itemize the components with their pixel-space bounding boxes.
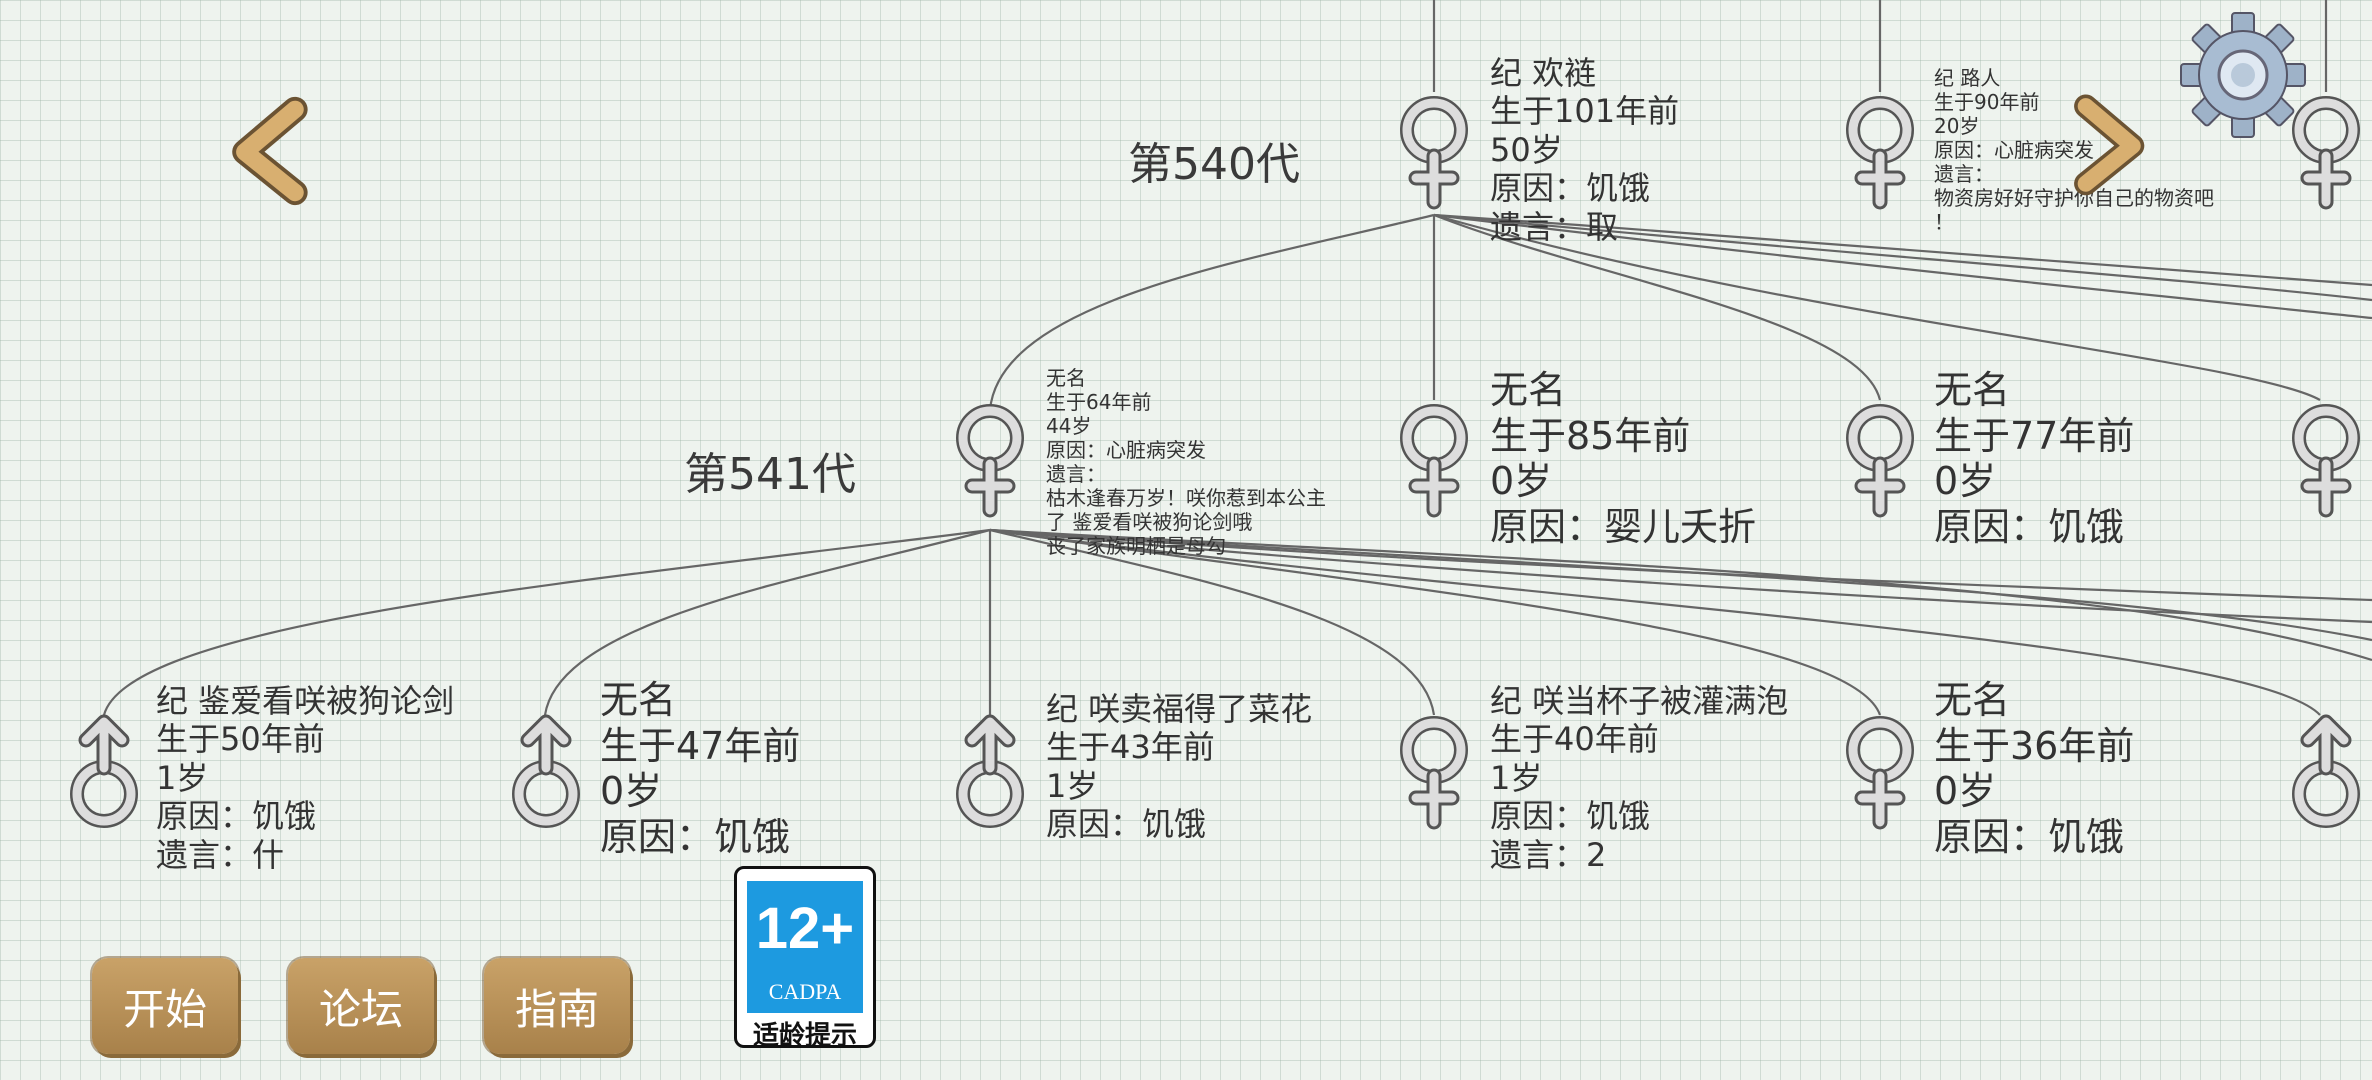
person-name: 纪 咲当杯子被灌满泡 <box>1490 682 1789 720</box>
female-symbol-icon[interactable] <box>1842 400 1918 530</box>
person-name: 纪 路人 <box>1934 66 2001 90</box>
age-rating-panel: 12+ CADPA <box>747 881 863 1013</box>
person-last-words-text: 物资房好好守护你自己的物资吧 <box>1934 186 2214 210</box>
person-card: 纪 咲当杯子被灌满泡 生于40年前 1岁 原因：饥饿 遗言：2 <box>1490 682 1788 874</box>
person-age: 0岁 <box>600 769 663 814</box>
person-birth: 生于40年前 <box>1490 720 1659 759</box>
person-birth: 生于77年前 <box>1934 413 2135 458</box>
person-age: 44岁 <box>1046 414 1092 438</box>
age-rating-badge: 12+ CADPA 适龄提示 <box>734 866 876 1051</box>
generation-label-540: 第540代 <box>1128 139 1300 190</box>
person-card: 纪 咲卖福得了菜花 生于43年前 1岁 原因：饥饿 <box>1046 690 1312 844</box>
person-card: 无名 生于36年前 0岁 原因：饥饿 <box>1934 678 2134 860</box>
start-button[interactable]: 开始 <box>92 958 238 1054</box>
female-symbol-icon[interactable] <box>1396 92 1472 222</box>
chevron-left-icon[interactable] <box>218 92 318 208</box>
person-birth: 生于90年前 <box>1934 90 2040 114</box>
person-last-words: 遗言：什 <box>156 835 285 874</box>
person-age: 0岁 <box>1934 459 1997 504</box>
male-symbol-icon[interactable] <box>508 712 584 842</box>
person-last-words: 遗言： <box>1046 462 1106 486</box>
female-symbol-icon[interactable] <box>2288 400 2364 530</box>
person-last-words-text: ！ <box>1934 210 1954 234</box>
person-age: 1岁 <box>1046 766 1099 805</box>
age-rating-org: CADPA <box>768 979 842 1004</box>
female-symbol-icon[interactable] <box>1842 712 1918 842</box>
person-birth: 生于47年前 <box>600 723 801 768</box>
person-cause: 原因：饥饿 <box>1934 504 2125 549</box>
person-card: 纪 鉴爱看咲被狗论剑 生于50年前 1岁 原因：饥饿 遗言：什 <box>156 682 454 874</box>
guide-button[interactable]: 指南 <box>484 958 630 1054</box>
person-last-words-text: 了 鉴爱看咲被狗论剑哦 <box>1046 510 1253 534</box>
person-card: 无名 生于77年前 0岁 原因：饥饿 <box>1934 368 2134 550</box>
generation-label-541: 第541代 <box>684 449 856 500</box>
person-name: 纪 欢裢 <box>1490 54 1597 92</box>
person-last-words-text: 枯木逢春万岁！咲你惹到本公主 <box>1046 486 1326 510</box>
male-symbol-icon[interactable] <box>66 712 142 842</box>
person-last-words-text: 丧了家族明栖是母勾 <box>1046 534 1226 558</box>
person-age: 0岁 <box>1490 459 1553 504</box>
person-last-words: 遗言：2 <box>1490 835 1607 874</box>
person-name: 纪 咲卖福得了菜花 <box>1046 690 1313 728</box>
person-birth: 生于43年前 <box>1046 728 1215 767</box>
person-name: 无名 <box>1046 366 1086 390</box>
person-birth: 生于50年前 <box>156 720 325 759</box>
person-name: 无名 <box>1934 368 2011 412</box>
age-rating-number: 12+ <box>755 896 855 961</box>
person-birth: 生于101年前 <box>1490 92 1680 131</box>
person-card: 纪 欢裢 生于101年前 50岁 原因：饥饿 遗言：取 <box>1490 54 1679 246</box>
female-symbol-icon[interactable] <box>1396 400 1472 530</box>
person-card: 无名 生于47年前 0岁 原因：饥饿 <box>600 678 800 860</box>
chevron-right-icon[interactable] <box>2066 88 2156 200</box>
person-cause: 原因：饥饿 <box>1490 797 1651 836</box>
person-age: 50岁 <box>1490 130 1563 169</box>
person-cause: 原因：饥饿 <box>1046 805 1207 844</box>
person-birth: 生于85年前 <box>1490 413 1691 458</box>
person-cause: 原因：饥饿 <box>600 814 791 859</box>
person-age: 1岁 <box>156 758 209 797</box>
person-cause: 原因：心脏病突发 <box>1046 438 1206 462</box>
person-age: 20岁 <box>1934 114 1980 138</box>
person-name: 无名 <box>1490 368 1567 412</box>
female-symbol-icon[interactable] <box>1842 92 1918 222</box>
person-card: 纪 路人 生于90年前 20岁 原因：心脏病突发 遗言： 物资房好好守护你自己的… <box>1934 66 2214 234</box>
person-age: 0岁 <box>1934 769 1997 814</box>
person-cause: 原因：饥饿 <box>156 797 317 836</box>
person-cause: 原因：心脏病突发 <box>1934 138 2094 162</box>
person-cause: 原因：饥饿 <box>1934 814 2125 859</box>
female-symbol-icon[interactable] <box>2288 92 2364 222</box>
female-symbol-icon[interactable] <box>1396 712 1472 842</box>
person-birth: 生于36年前 <box>1934 723 2135 768</box>
person-last-words: 遗言：取 <box>1490 207 1619 246</box>
person-name: 无名 <box>600 678 677 722</box>
person-card: 无名 生于85年前 0岁 原因：婴儿夭折 <box>1490 368 1756 550</box>
person-last-words: 遗言： <box>1934 162 1994 186</box>
male-symbol-icon[interactable] <box>952 712 1028 842</box>
age-rating-caption: 适龄提示 <box>752 1021 857 1051</box>
person-cause: 原因：饥饿 <box>1490 169 1651 208</box>
forum-button[interactable]: 论坛 <box>288 958 434 1054</box>
person-card: 无名 生于64年前 44岁 原因：心脏病突发 遗言： 枯木逢春万岁！咲你惹到本公… <box>1046 366 1326 558</box>
person-cause: 原因：婴儿夭折 <box>1490 504 1757 549</box>
person-birth: 生于64年前 <box>1046 390 1152 414</box>
female-symbol-icon[interactable] <box>952 400 1028 530</box>
gear-icon[interactable] <box>2178 10 2308 140</box>
male-symbol-icon[interactable] <box>2288 712 2364 842</box>
person-name: 无名 <box>1934 678 2011 722</box>
person-age: 1岁 <box>1490 758 1543 797</box>
person-name: 纪 鉴爱看咲被狗论剑 <box>156 682 455 720</box>
